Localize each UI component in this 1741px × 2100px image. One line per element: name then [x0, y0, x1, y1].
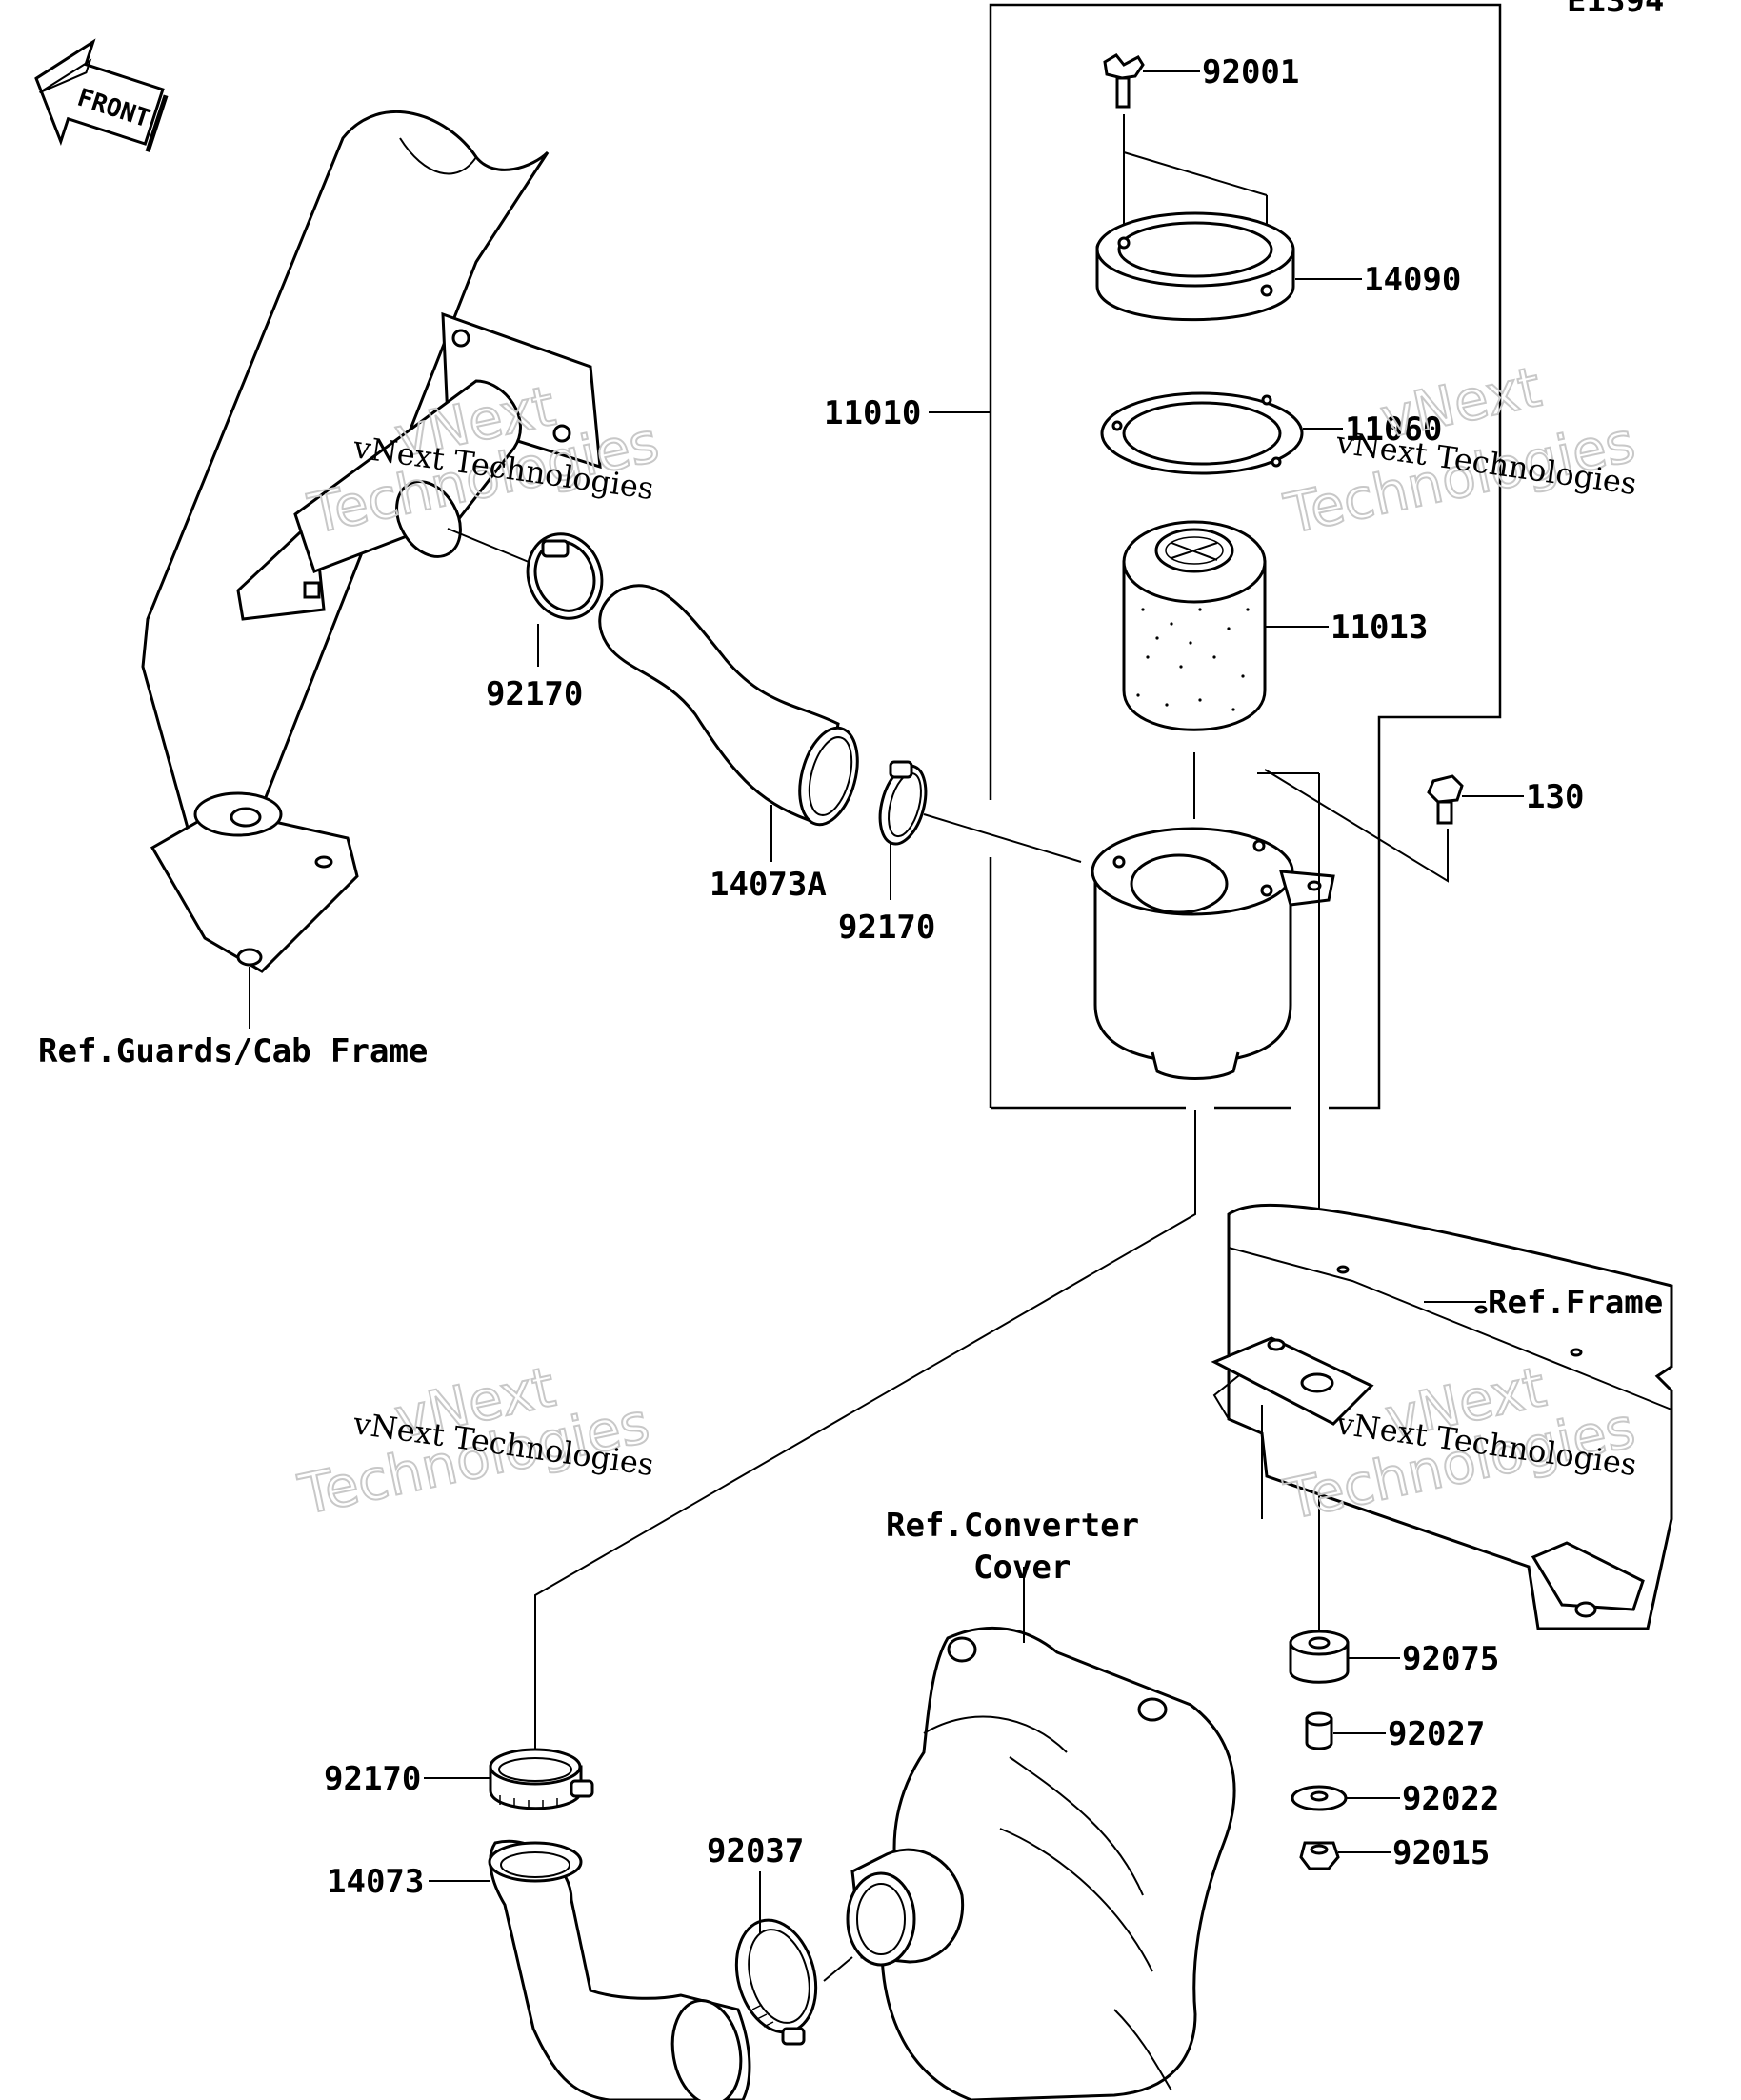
label-92027: 92027 [1388, 1715, 1485, 1753]
hose-clamp-92170-middle [878, 760, 928, 846]
bolt-130 [1427, 774, 1464, 825]
nut-92015 [1299, 1841, 1340, 1870]
diagram-code: E1394 [1567, 0, 1664, 20]
label-11010: 11010 [824, 394, 921, 432]
converter-cover [846, 1626, 1236, 2100]
air-filter-cover-14090 [1095, 211, 1295, 322]
ref-converter-line2: Cover [973, 1549, 1071, 1587]
label-11013: 11013 [1331, 609, 1428, 647]
assembly-bracket-11010 [989, 3, 1502, 1110]
intake-bracket [236, 311, 602, 621]
label-92170-lower: 92170 [324, 1760, 421, 1798]
hose-clamp-92037 [734, 1918, 818, 2046]
label-92075: 92075 [1402, 1640, 1499, 1678]
label-11060: 11060 [1345, 410, 1442, 449]
label-92037: 92037 [707, 1832, 804, 1870]
air-cleaner-housing [1091, 827, 1335, 1080]
gasket-11060 [1100, 391, 1304, 475]
label-92170-upper: 92170 [486, 675, 583, 713]
intake-hose-14073A [598, 584, 859, 827]
label-92022: 92022 [1402, 1780, 1499, 1818]
hose-clamp-92170-lower [489, 1748, 594, 1810]
label-92015: 92015 [1392, 1834, 1490, 1872]
watermark-3: vNext Technologies vNext Technologies [292, 1353, 656, 1529]
washer-92022 [1291, 1785, 1348, 1811]
label-92170-middle: 92170 [838, 909, 935, 947]
watermark-2: vNext Technologies vNext Technologies [1278, 353, 1642, 548]
ref-converter-line1: Ref.Converter [886, 1507, 1139, 1545]
ref-frame: Ref.Frame [1488, 1284, 1663, 1322]
ref-guards-cab-frame: Ref.Guards/Cab Frame [38, 1032, 428, 1070]
vehicle-frame [1211, 1203, 1673, 1630]
label-14073A: 14073A [710, 866, 827, 904]
front-arrow-icon: FRONT [34, 38, 169, 152]
hose-clamp-92170-upper [526, 532, 604, 620]
air-filter-element-11013 [1122, 520, 1267, 731]
intake-hose-14073 [488, 1839, 751, 2100]
grommet-92075 [1289, 1630, 1350, 1684]
wing-bolt-92001 [1103, 53, 1145, 109]
collar-92027 [1305, 1711, 1333, 1750]
label-14073: 14073 [327, 1863, 424, 1901]
label-130: 130 [1526, 778, 1584, 816]
label-14090: 14090 [1364, 261, 1461, 299]
label-92001: 92001 [1202, 53, 1299, 91]
